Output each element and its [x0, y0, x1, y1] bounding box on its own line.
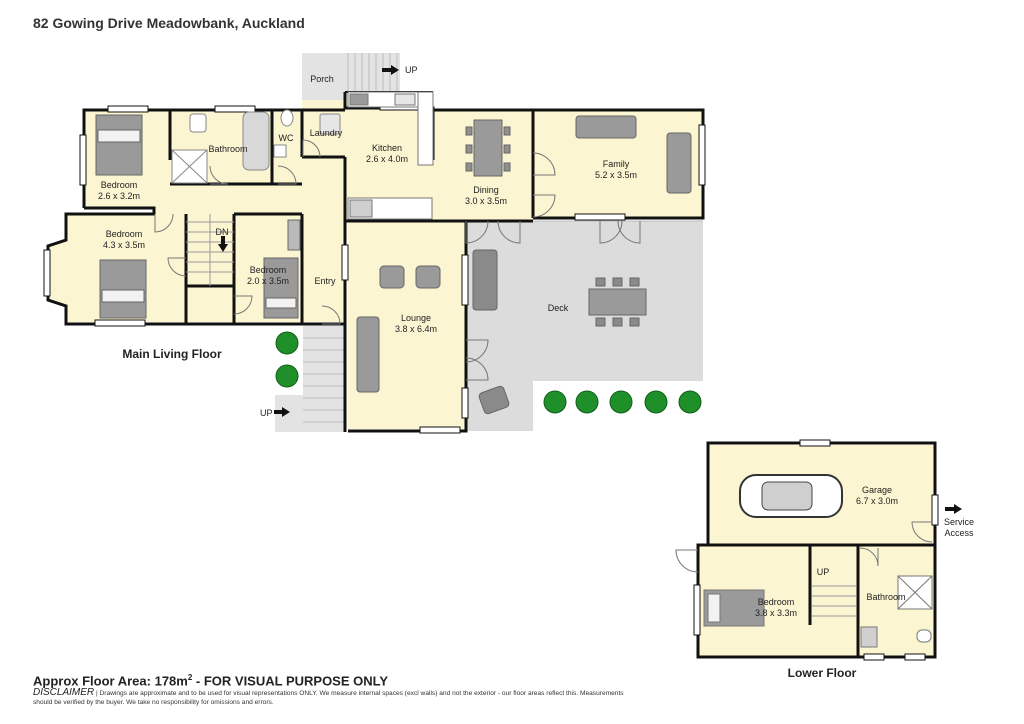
- dining-set: [465, 119, 511, 177]
- stairs-down-label: DN: [216, 227, 229, 237]
- bedroom-4-dimensions: 3.8 x 3.3m: [755, 608, 797, 618]
- entry-steps: [275, 326, 345, 432]
- floor-area-prefix: Approx Floor Area: 178m: [33, 673, 188, 689]
- entry-up-label: UP: [260, 408, 273, 418]
- disclaimer-heading: DISCLAIMER: [33, 687, 95, 698]
- lower-bathroom-label: Bathroom: [866, 592, 905, 602]
- kitchen-dimensions: 2.6 x 4.0m: [366, 154, 408, 164]
- dining-dimensions: 3.0 x 3.5m: [465, 196, 507, 206]
- deck-label: Deck: [548, 303, 569, 313]
- lounge-dimensions: 3.8 x 6.4m: [395, 324, 437, 334]
- deck-furniture: [472, 249, 647, 415]
- garage-dimensions: 6.7 x 3.0m: [856, 496, 898, 506]
- garage-label: Garage: [862, 485, 892, 495]
- main-floor-label: Main Living Floor: [122, 347, 222, 361]
- service-access-label-line2: Access: [944, 528, 974, 538]
- door-swings: [154, 139, 641, 381]
- family-dimensions: 5.2 x 3.5m: [595, 170, 637, 180]
- kitchen-counters: [347, 91, 434, 220]
- main-bathroom-label: Bathroom: [208, 144, 247, 154]
- disclaimer: DISCLAIMER | Drawings are approximate an…: [33, 687, 633, 707]
- kitchen-label: Kitchen: [372, 143, 402, 153]
- dining-label: Dining: [473, 185, 499, 195]
- service-access-label-line1: Service: [944, 517, 974, 527]
- porch-label: Porch: [310, 74, 334, 84]
- lounge-furniture: [356, 265, 441, 393]
- internal-stairs: [186, 214, 234, 286]
- bedroom-3-dimensions: 2.0 x 3.5m: [247, 276, 289, 286]
- floor-area-summary: Approx Floor Area: 178m2 - FOR VISUAL PU…: [33, 673, 388, 688]
- floor-area-unit-superscript: 2: [187, 673, 193, 682]
- family-label: Family: [603, 159, 630, 169]
- family-sofas: [575, 115, 692, 194]
- porch-up-label: UP: [405, 65, 418, 75]
- lower-floor-walls: [696, 441, 937, 659]
- bedroom-1-dimensions: 2.6 x 3.2m: [98, 191, 140, 201]
- lower-floor-label: Lower Floor: [788, 666, 857, 680]
- wc-label: WC: [279, 133, 294, 143]
- laundry-label: Laundry: [310, 128, 343, 138]
- bedroom-4-label: Bedroom: [758, 597, 795, 607]
- lounge-label: Lounge: [401, 313, 431, 323]
- lower-floor-fixtures: [675, 521, 933, 648]
- bedroom-3-label: Bedroom: [250, 265, 287, 275]
- property-address-title: 82 Gowing Drive Meadowbank, Auckland: [33, 15, 305, 31]
- garden-plants: [275, 331, 702, 414]
- bedroom-1-label: Bedroom: [101, 180, 138, 190]
- car-icon: [739, 474, 843, 518]
- lower-stairs-up-label: UP: [817, 567, 830, 577]
- entry-label: Entry: [314, 276, 336, 286]
- floor-area-suffix: - FOR VISUAL PURPOSE ONLY: [192, 673, 389, 689]
- lower-floor-windows: [693, 439, 939, 661]
- bedroom-2-dimensions: 4.3 x 3.5m: [103, 240, 145, 250]
- disclaimer-text: | Drawings are approximate and to be use…: [33, 690, 624, 706]
- bedroom-beds: [95, 114, 301, 319]
- bathroom-fixtures: [171, 109, 341, 184]
- bedroom-2-label: Bedroom: [106, 229, 143, 239]
